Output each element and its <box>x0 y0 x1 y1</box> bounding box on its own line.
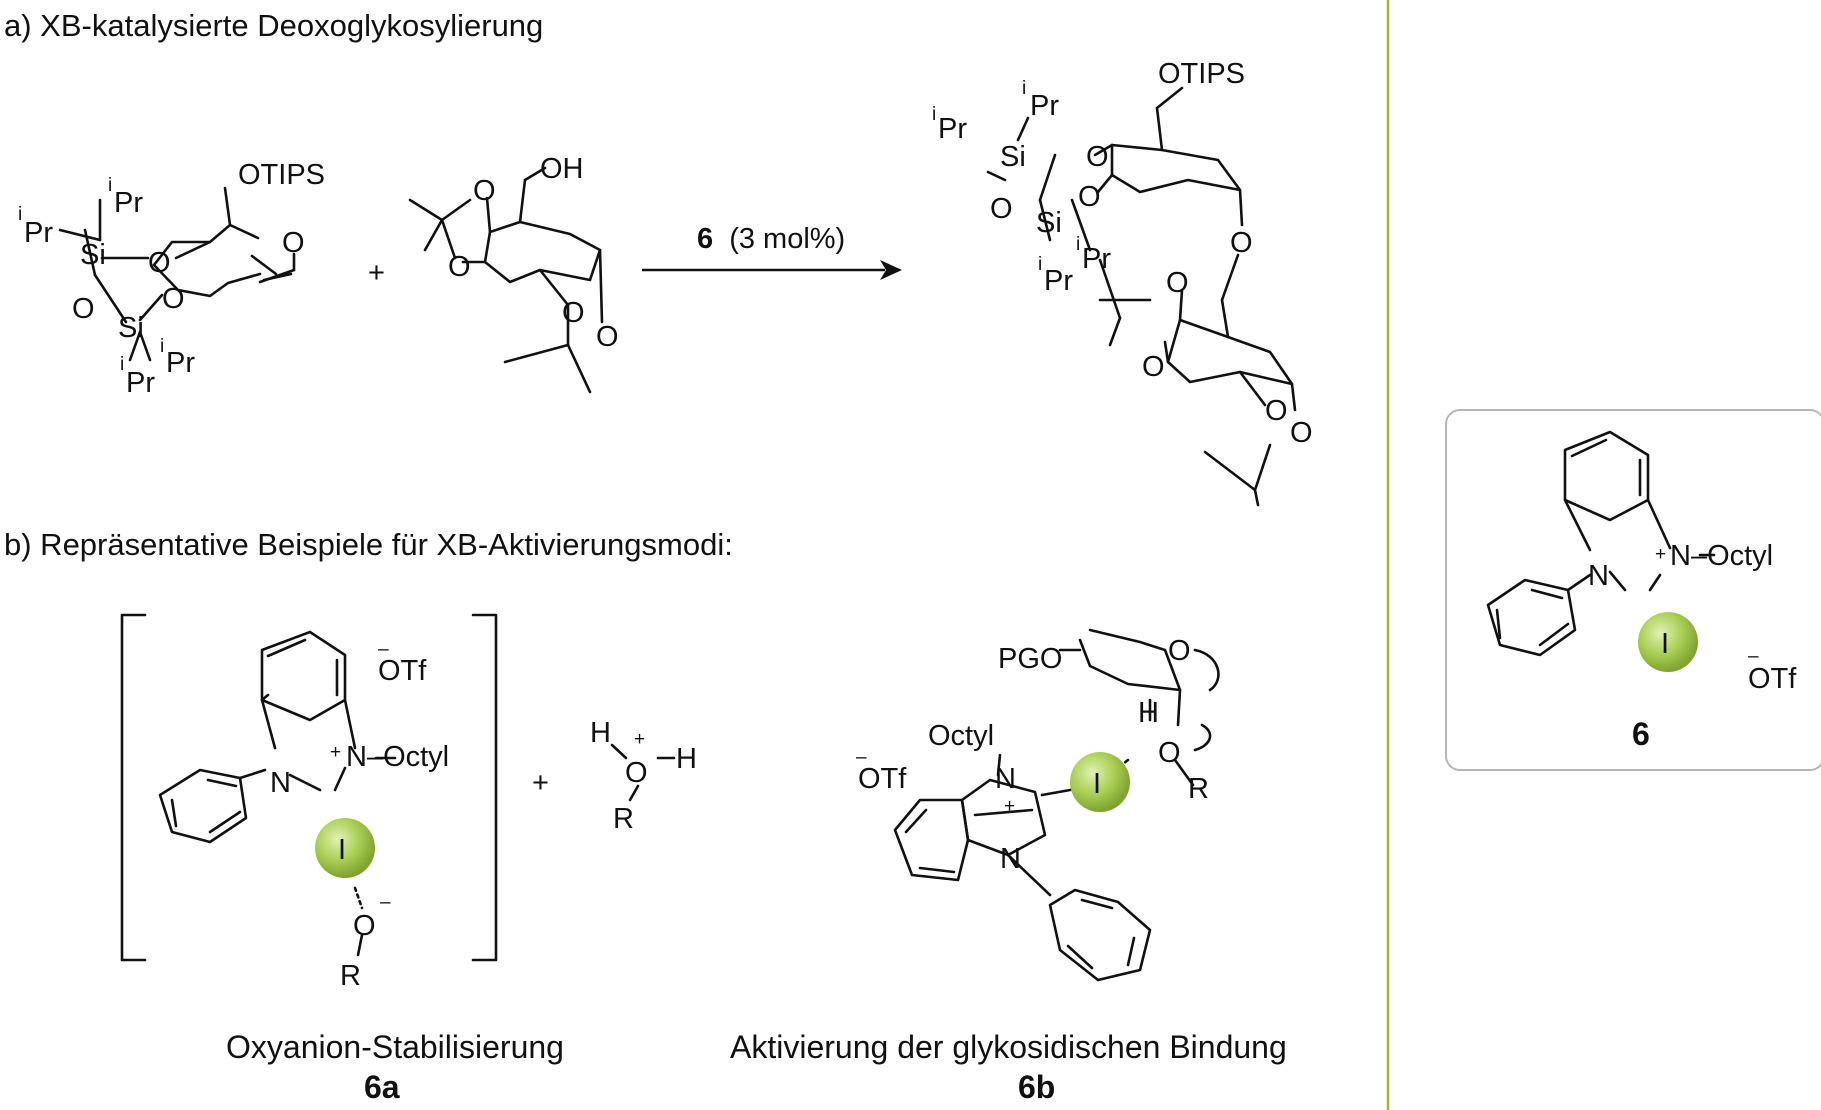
svg-text:I: I <box>338 834 346 866</box>
svg-text:OTf: OTf <box>1748 663 1797 695</box>
svg-text:O: O <box>625 757 648 789</box>
svg-text:H: H <box>1138 697 1159 729</box>
svg-text:Si: Si <box>1036 207 1062 239</box>
svg-text:H: H <box>590 717 611 749</box>
reaction-arrow <box>642 260 902 280</box>
plus-sign: + <box>368 257 385 289</box>
catalyst-box <box>1445 409 1821 771</box>
svg-text:R: R <box>1188 773 1209 805</box>
svg-text:i: i <box>120 354 124 375</box>
catalyst-number: 6 <box>1632 716 1650 752</box>
svg-text:i: i <box>18 204 22 225</box>
glycal-donor: OTIPS O O O O Si Si i Pr i Pr i Pr i Pr <box>18 159 325 399</box>
svg-text:O: O <box>162 283 185 315</box>
oxonium-roh2: H O + H R <box>590 717 697 835</box>
catalyst-6-structure: I N N–Octyl + OTf – <box>1486 430 1797 695</box>
iodine-sphere-6 <box>1638 612 1698 672</box>
svg-text:O: O <box>353 910 376 942</box>
svg-text:OTIPS: OTIPS <box>1158 58 1245 90</box>
number-6a: 6a <box>364 1069 400 1105</box>
svg-text:–: – <box>378 639 389 660</box>
svg-text:OH: OH <box>540 153 584 185</box>
svg-text:O: O <box>72 293 95 325</box>
svg-text:O: O <box>1230 227 1253 259</box>
structure-6b: I N N + Octyl PGO O H O R OTf – <box>856 628 1220 982</box>
svg-text:N: N <box>1000 843 1021 875</box>
svg-text:R: R <box>613 803 634 835</box>
svg-text:O: O <box>1168 635 1191 667</box>
plus-sign-b: + <box>532 767 549 799</box>
svg-text:I: I <box>1093 768 1101 800</box>
svg-text:OTf: OTf <box>378 655 427 687</box>
disaccharide-product: OTIPS O O O O O O O Si Si O i Pr i Pr i … <box>932 58 1313 507</box>
svg-text:i: i <box>160 336 164 357</box>
svg-text:O: O <box>990 193 1013 225</box>
acceptor-galactose: O O OH O O <box>408 153 619 394</box>
svg-text:i: i <box>108 175 112 196</box>
caption-6a: Oxyanion-Stabilisierung <box>226 1029 564 1065</box>
svg-text:N: N <box>270 767 291 799</box>
svg-text:H: H <box>676 743 697 775</box>
svg-text:PGO: PGO <box>998 643 1062 675</box>
svg-text:+: + <box>330 742 341 763</box>
svg-text:OTf: OTf <box>858 763 907 795</box>
svg-text:N: N <box>995 763 1016 795</box>
svg-text:–: – <box>1748 646 1759 667</box>
svg-text:i: i <box>1076 234 1080 255</box>
svg-text:O: O <box>1142 351 1165 383</box>
svg-text:Pr: Pr <box>1044 265 1073 297</box>
svg-text:O: O <box>1158 737 1181 769</box>
svg-text:O: O <box>448 251 471 283</box>
svg-text:O: O <box>473 175 496 207</box>
svg-text:Si: Si <box>80 239 106 271</box>
svg-text:Pr: Pr <box>1082 243 1111 275</box>
svg-text:O: O <box>596 321 619 353</box>
svg-text:O: O <box>1166 267 1189 299</box>
svg-text:Si: Si <box>1000 141 1026 173</box>
svg-text:O: O <box>562 297 585 329</box>
svg-text:O: O <box>1290 417 1313 449</box>
svg-text:–: – <box>380 892 391 913</box>
section-b-title: b) Repräsentative Beispiele für XB-Aktiv… <box>4 527 733 562</box>
svg-text:Pr: Pr <box>938 113 967 145</box>
arrow-condition: 6 (3 mol%) <box>697 223 845 255</box>
structure-6a: I N N–Octyl + O – R OTf – <box>158 630 449 992</box>
svg-text:R: R <box>340 960 361 992</box>
svg-text:i: i <box>1022 78 1026 99</box>
iodine-sphere-b <box>1070 752 1130 812</box>
svg-text:Octyl: Octyl <box>928 720 994 752</box>
svg-text:Si: Si <box>118 312 144 344</box>
svg-text:Pr: Pr <box>166 347 195 379</box>
svg-text:N–Octyl: N–Octyl <box>346 741 449 773</box>
bracket-left <box>120 613 147 962</box>
svg-text:Pr: Pr <box>126 367 155 399</box>
svg-text:OTIPS: OTIPS <box>238 159 325 191</box>
svg-text:Pr: Pr <box>114 187 143 219</box>
svg-text:I: I <box>1661 628 1669 660</box>
svg-text:Pr: Pr <box>24 217 53 249</box>
number-6b: 6b <box>1018 1069 1055 1105</box>
svg-text:O: O <box>1086 141 1109 173</box>
svg-text:i: i <box>932 104 936 125</box>
svg-text:N: N <box>1588 560 1609 592</box>
caption-6b: Aktivierung der glykosidischen Bindung <box>730 1029 1287 1065</box>
svg-text:+: + <box>634 729 645 750</box>
svg-text:O: O <box>282 227 305 259</box>
svg-text:i: i <box>1038 254 1042 275</box>
svg-text:+: + <box>1004 796 1015 817</box>
section-a-title: a) XB-katalysierte Deoxoglykosylierung <box>4 8 543 43</box>
svg-text:+: + <box>1655 544 1666 565</box>
svg-text:O: O <box>148 247 171 279</box>
svg-text:O: O <box>1078 181 1101 213</box>
svg-text:N–Octyl: N–Octyl <box>1670 540 1773 572</box>
svg-text:O: O <box>1265 395 1288 427</box>
svg-text:–: – <box>856 747 867 768</box>
svg-text:Pr: Pr <box>1030 90 1059 122</box>
iodine-sphere <box>315 818 375 878</box>
bracket-right <box>471 613 498 962</box>
